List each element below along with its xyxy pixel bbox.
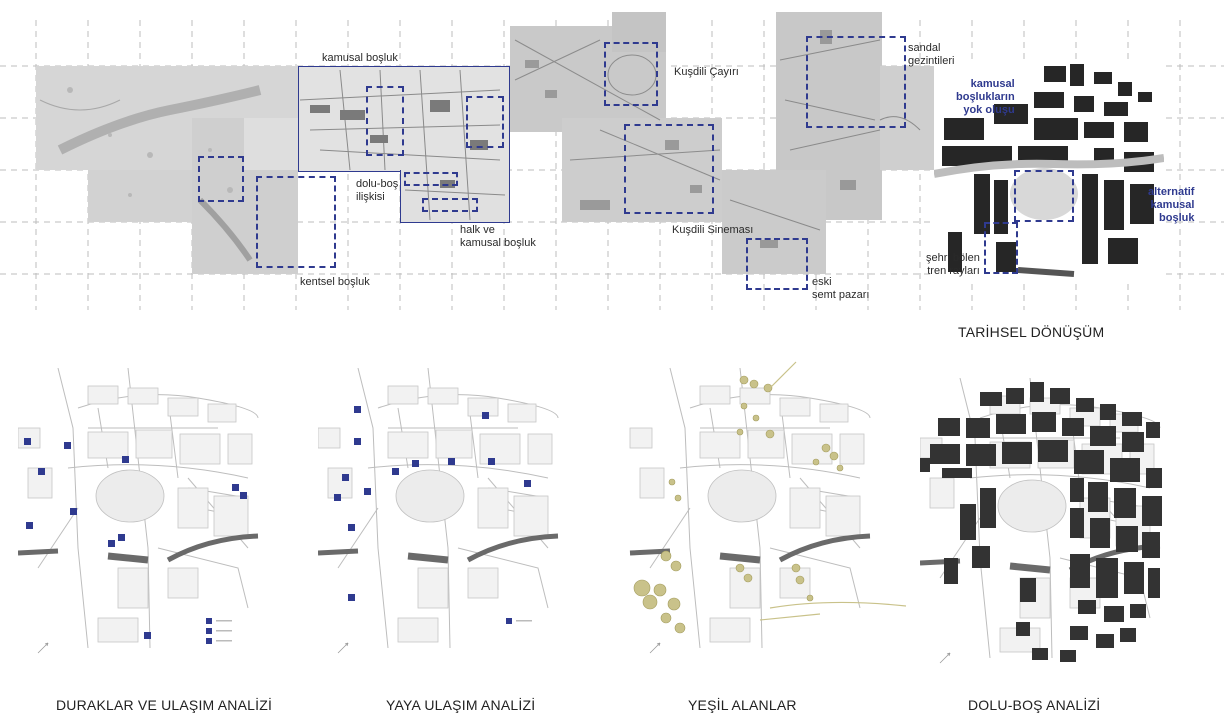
historical-map-tile-2 — [88, 170, 192, 222]
green-areas — [633, 375, 844, 634]
historical-map-tile-6 — [400, 170, 510, 223]
modern-figure-ground-map — [934, 62, 1164, 284]
title-dolu-bos: DOLU-BOŞ ANALİZİ — [968, 697, 1101, 713]
highlight-box-8 — [624, 124, 714, 214]
street-plan-texture — [299, 69, 506, 221]
historical-map-tile-4 — [244, 118, 298, 170]
label-kamusal-bosluk: kamusal boşluk — [322, 52, 398, 64]
highlight-box-2 — [256, 176, 336, 268]
label-kusdili-sinemasi: Kuşdili Sineması — [672, 224, 754, 236]
map-yaya — [318, 368, 568, 668]
label-alternatif: alternatif kamusal boşluk — [1148, 186, 1195, 224]
map-dolu-bos — [920, 378, 1170, 678]
label-sandal: sandal gezintileri — [908, 42, 955, 67]
label-dolu-bos: dolu-boş ilişkisi — [356, 178, 399, 203]
label-eski-semt: eski semt pazarı — [812, 276, 870, 301]
title-yesil: YEŞİL ALANLAR — [688, 697, 797, 713]
map-yesil — [620, 361, 907, 668]
historical-map-tile-12 — [880, 66, 934, 170]
building-footprints — [920, 382, 1162, 662]
title-tarihsel-donusum: TARİHSEL DÖNÜŞÜM — [958, 324, 1105, 340]
title-duraklar: DURAKLAR VE ULAŞIM ANALİZİ — [56, 697, 273, 713]
bus-stop-icon — [24, 438, 247, 639]
label-halk-ve-kamusal: halk ve kamusal boşluk — [460, 224, 536, 249]
label-kusdili-cayiri: Kuşdili Çayırı — [674, 66, 739, 78]
duraklar-legend — [206, 618, 232, 644]
sketch-texture-1 — [39, 85, 262, 262]
historical-map-tile-11 — [722, 170, 826, 274]
kusdili-texture — [514, 39, 721, 210]
highlight-box-5 — [404, 172, 458, 186]
highlight-box-9 — [806, 36, 906, 128]
label-sehri-bolen: şehri bölen tren rayları — [926, 252, 980, 277]
highlight-box-1 — [198, 156, 244, 202]
highlight-box-7 — [604, 42, 658, 106]
pedestrian-icon — [334, 406, 531, 624]
label-kentsel-bosluk: kentsel boşluk — [300, 276, 370, 288]
highlight-box-6 — [422, 198, 478, 212]
map-duraklar — [18, 368, 268, 668]
highlight-box-3 — [366, 86, 404, 156]
label-kamusal-yok: kamusal boşlukların yok oluşu — [956, 78, 1015, 116]
title-yaya: YAYA ULAŞIM ANALİZİ — [386, 697, 536, 713]
highlight-box-12 — [984, 222, 1018, 274]
highlight-box-4 — [466, 96, 504, 148]
highlight-box-11 — [1014, 170, 1074, 222]
highlight-box-10 — [746, 238, 808, 290]
